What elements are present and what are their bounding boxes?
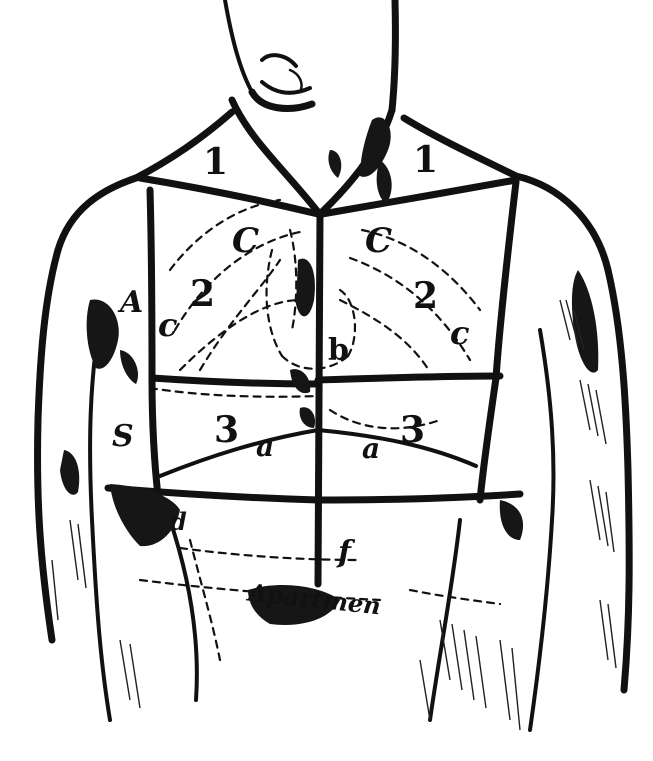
label-letter-a-left: a xyxy=(256,430,274,463)
label-region-2-left: 2 xyxy=(190,273,215,315)
label-letter-c-lower-right: c xyxy=(450,314,469,352)
label-region-1-left: 1 xyxy=(203,141,228,183)
label-letter-C-upper-right: C xyxy=(365,221,392,261)
label-letter-A-side: A xyxy=(117,285,143,320)
label-letter-d: d xyxy=(170,507,187,536)
label-letter-a-right: a xyxy=(362,432,380,465)
label-region-2-right: 2 xyxy=(413,275,438,317)
label-letter-S-side: S xyxy=(112,419,134,454)
label-letter-b: b xyxy=(328,333,349,368)
label-region-1-right: 1 xyxy=(413,139,438,181)
label-letter-c-lower-left: c xyxy=(158,306,177,344)
label-letter-C-upper-left: C xyxy=(232,221,259,261)
label-letter-f: f xyxy=(336,535,356,570)
label-region-3-right: 3 xyxy=(400,409,425,451)
label-region-3-left: 3 xyxy=(214,409,239,451)
head-and-neck xyxy=(225,0,395,212)
shading xyxy=(52,160,616,730)
